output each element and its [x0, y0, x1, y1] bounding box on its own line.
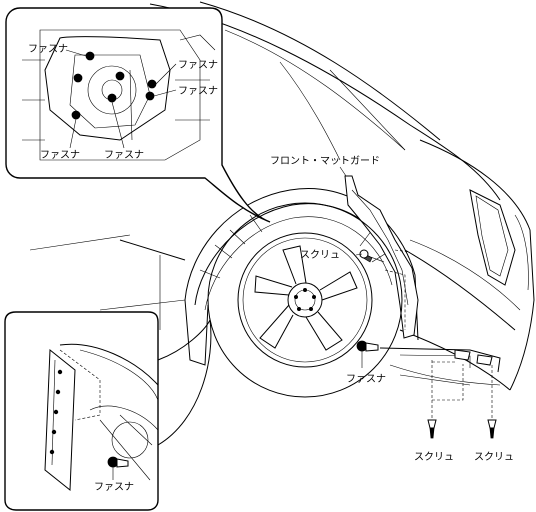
car-body — [29, 1, 535, 391]
main-screw-bottom-right — [487, 419, 497, 439]
screw-label-bottom-right: スクリュ — [474, 451, 514, 463]
inset-fastener-label-5: ファスナ — [104, 149, 144, 161]
under-cover — [379, 347, 501, 420]
inset-fastener-label-2: ファスナ — [178, 59, 218, 71]
wheel-arch — [184, 188, 419, 366]
inset-fastener-label-bottom: ファスナ — [94, 481, 134, 493]
front-mudguard — [344, 175, 419, 339]
main-screw-upper — [359, 249, 385, 263]
detail-inset-top — [5, 7, 271, 223]
fastener-label-main: ファスナ — [346, 373, 386, 385]
wheel — [207, 202, 403, 398]
inset-fastener-label-3: ファスナ — [178, 85, 218, 97]
main-screw-bottom-left — [427, 419, 437, 439]
detail-inset-bottom — [4, 311, 212, 511]
screw-label-upper: スクリュ — [300, 249, 340, 261]
inset-fastener-label-1: ファスナ — [28, 43, 68, 55]
screw-label-bottom-left: スクリュ — [414, 451, 454, 463]
main-fastener-lower — [356, 340, 379, 368]
front-mudguard-label: フロント・マットガード — [270, 155, 380, 167]
inset-fastener-label-4: ファスナ — [40, 149, 80, 161]
